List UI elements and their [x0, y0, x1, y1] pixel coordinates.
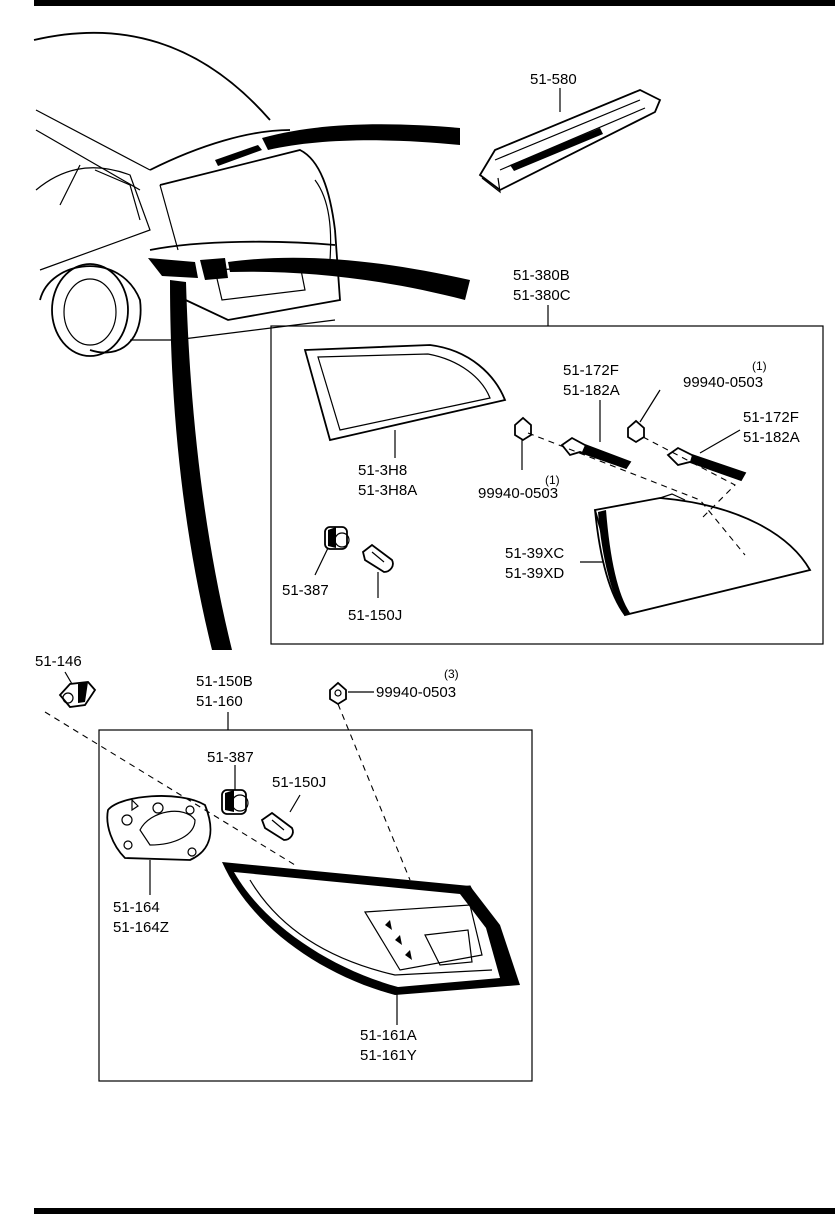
label-51-580: 51-580: [530, 71, 577, 88]
label-nut-inner-right-qty: (1): [752, 359, 767, 373]
label-51-150j-inner: 51-150J: [348, 607, 402, 624]
bulb-inner: [361, 543, 394, 573]
label-51-161a: 51-161A: [360, 1027, 417, 1044]
label-51-39xc: 51-39XC: [505, 545, 564, 562]
nut-inner-right: [627, 419, 645, 444]
high-mount-stop-light: [478, 89, 662, 194]
outer-lamp-assy-box: [98, 729, 533, 1082]
label-51-160: 51-160: [196, 693, 243, 710]
label-nut-inner-left: 99940-0503: [478, 485, 558, 502]
vehicle-illustration: [33, 31, 470, 650]
socket-outer: [221, 789, 249, 815]
bulb-outer: [260, 811, 294, 841]
label-51-182a-left: 51-182A: [563, 382, 620, 399]
bracket-inner-left: [560, 436, 632, 470]
label-51-161y: 51-161Y: [360, 1047, 417, 1064]
label-51-164: 51-164: [113, 899, 160, 916]
label-51-182a-right: 51-182A: [743, 429, 800, 446]
label-51-380c: 51-380C: [513, 287, 571, 304]
inner-lens: [303, 344, 507, 442]
label-51-150j-outer: 51-150J: [272, 774, 326, 791]
top-rule: [34, 0, 835, 6]
label-51-150b: 51-150B: [196, 673, 253, 690]
label-nut-outer-qty: (3): [444, 667, 459, 681]
gasket: [106, 795, 212, 861]
label-51-387-outer: 51-387: [207, 749, 254, 766]
label-51-164z: 51-164Z: [113, 919, 169, 936]
inner-lamp-assy-box: [270, 325, 824, 645]
label-51-39xd: 51-39XD: [505, 565, 564, 582]
nut-outer: [329, 681, 347, 706]
nut-inner-left: [514, 416, 532, 442]
label-51-380b: 51-380B: [513, 267, 570, 284]
outer-lens: [222, 862, 520, 995]
bracket-inner-right: [666, 446, 747, 482]
label-51-3h8: 51-3H8: [358, 462, 407, 479]
label-51-172f-right: 51-172F: [743, 409, 799, 426]
side-marker-socket: [58, 681, 97, 708]
label-51-3h8a: 51-3H8A: [358, 482, 417, 499]
inner-housing: [593, 493, 812, 617]
label-nut-outer: 99940-0503: [376, 684, 456, 701]
label-51-146: 51-146: [35, 653, 82, 670]
label-nut-inner-right: 99940-0503: [683, 374, 763, 391]
label-51-172f-left: 51-172F: [563, 362, 619, 379]
label-nut-inner-left-qty: (1): [545, 473, 560, 487]
label-51-387-inner: 51-387: [282, 582, 329, 599]
socket-inner: [324, 526, 350, 550]
bottom-rule: [34, 1208, 835, 1214]
